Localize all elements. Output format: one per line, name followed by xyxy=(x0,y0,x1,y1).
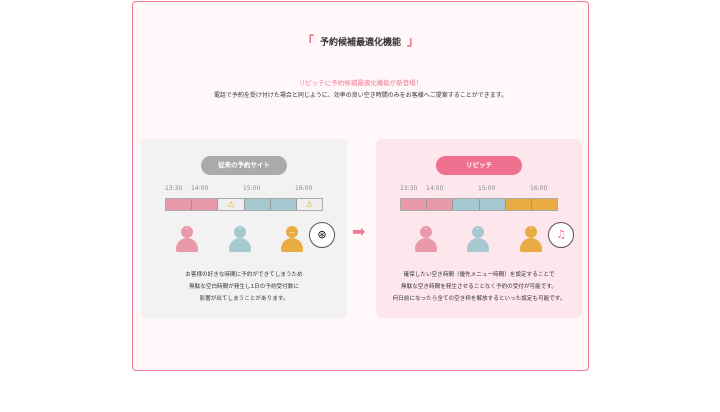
slot xyxy=(427,199,454,210)
slot xyxy=(166,199,193,210)
customer-icon: ˘ xyxy=(175,226,199,253)
repitte-panel: リピッテ 13:30 14:00 15:00 16:00 ˘ ˘ ˘ ♫ 確保し… xyxy=(376,139,582,318)
lead-text: リピッテに予約候補最適化機能が新登場！ xyxy=(298,79,423,87)
time-label: 16:00 xyxy=(530,185,548,192)
time-label: 14:00 xyxy=(426,185,444,192)
slot xyxy=(401,199,428,210)
slot xyxy=(453,199,480,210)
desc-line: 確保したい空き時間（優先メニュー時間）を設定することで xyxy=(403,272,555,278)
arrow-right-icon: ➡ xyxy=(352,222,366,241)
slot xyxy=(192,199,219,210)
time-label: 16:00 xyxy=(295,185,313,192)
desc-line: 無駄な空き時間を発生させることなく予約の受付が可能です。 xyxy=(401,284,557,290)
conventional-label: 従来の予約サイト xyxy=(201,156,287,175)
feature-card: 「予約候補最適化機能」 リピッテに予約候補最適化機能が新登場！ 電話で予約を受け… xyxy=(132,1,589,371)
time-label: 15:00 xyxy=(243,185,261,192)
music-note-bubble-icon: ♫ xyxy=(548,222,574,248)
slot xyxy=(505,199,532,210)
conventional-description: お客様の好きな時間に予約ができてしまうため 無駄な空白時間が発生し1日の予約受付… xyxy=(141,269,347,305)
customer-icon: ˘ xyxy=(414,226,438,253)
title-text: 予約候補最適化機能 xyxy=(319,38,401,48)
slot xyxy=(479,199,506,210)
warning-icon: ⚠ xyxy=(218,199,245,210)
subtitle-text: 電話で予約を受け付けた場合と同じように、効率の良い空き時間のみをお客様へご提案す… xyxy=(213,92,508,99)
conventional-panel: 従来の予約サイト 13:30 14:00 15:00 16:00 ⚠ ⚠ ˘ ˘… xyxy=(141,139,347,318)
repitte-label: リピッテ xyxy=(436,156,522,175)
slot xyxy=(270,199,297,210)
timeline-bar xyxy=(400,198,558,211)
time-label: 13:30 xyxy=(165,185,183,192)
time-labels: 13:30 14:00 15:00 16:00 xyxy=(165,185,325,195)
sad-customer-icon: ︵ xyxy=(280,226,304,253)
confused-bubble-icon: ⊛ xyxy=(309,222,335,248)
time-label: 13:30 xyxy=(400,185,418,192)
desc-line: 何日前になったら全ての空き枠を解放するといった設定も可能です。 xyxy=(392,296,566,302)
customer-icon: ˘ xyxy=(228,226,252,253)
section-title: 「予約候補最適化機能」 xyxy=(301,34,420,48)
desc-line: お客様の好きな時間に予約ができてしまうため xyxy=(185,272,303,278)
customer-icon: ˘ xyxy=(466,226,490,253)
slot xyxy=(531,199,558,210)
time-label: 14:00 xyxy=(191,185,209,192)
time-label: 15:00 xyxy=(478,185,496,192)
warning-icon: ⚠ xyxy=(296,199,323,210)
slot xyxy=(244,199,271,210)
time-labels: 13:30 14:00 15:00 16:00 xyxy=(400,185,560,195)
desc-line: 影響が出てしまうことがあります。 xyxy=(199,296,289,302)
repitte-description: 確保したい空き時間（優先メニュー時間）を設定することで 無駄な空き時間を発生させ… xyxy=(376,269,582,305)
timeline-bar: ⚠ ⚠ xyxy=(165,198,323,211)
happy-customer-icon: ˘ xyxy=(519,226,543,253)
desc-line: 無駄な空白時間が発生し1日の予約受付数に xyxy=(189,284,299,290)
